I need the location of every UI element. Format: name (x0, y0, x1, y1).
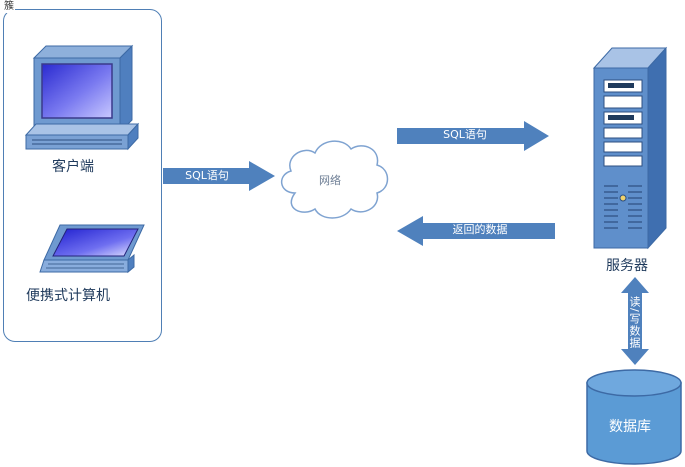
client-group-box (3, 9, 162, 342)
laptop-icon (39, 224, 145, 274)
desktop-computer-icon (24, 44, 140, 151)
network-label: 网络 (319, 174, 341, 187)
arrow-label-network-to-server: SQL语句 (443, 128, 487, 141)
arrow-client-to-network (163, 161, 275, 191)
arrow-label-client-to-network: SQL语句 (185, 169, 229, 182)
server-tower-icon (592, 46, 668, 250)
arrow-label-server-database: 读/写数据 (628, 296, 641, 349)
arrow-label-server-to-network: 返回的数据 (452, 223, 508, 236)
database-label: 数据库 (609, 419, 651, 435)
client-label: 客户端 (52, 159, 94, 175)
laptop-label: 便携式计算机 (26, 288, 110, 304)
cloud-icon (281, 140, 389, 219)
arrow-server-database (621, 277, 649, 365)
group-label: 簇 (3, 1, 15, 13)
arrow-network-to-server (397, 121, 549, 151)
server-label: 服务器 (606, 258, 648, 274)
database-cylinder-icon (586, 369, 682, 465)
arrow-server-to-network (397, 216, 555, 246)
